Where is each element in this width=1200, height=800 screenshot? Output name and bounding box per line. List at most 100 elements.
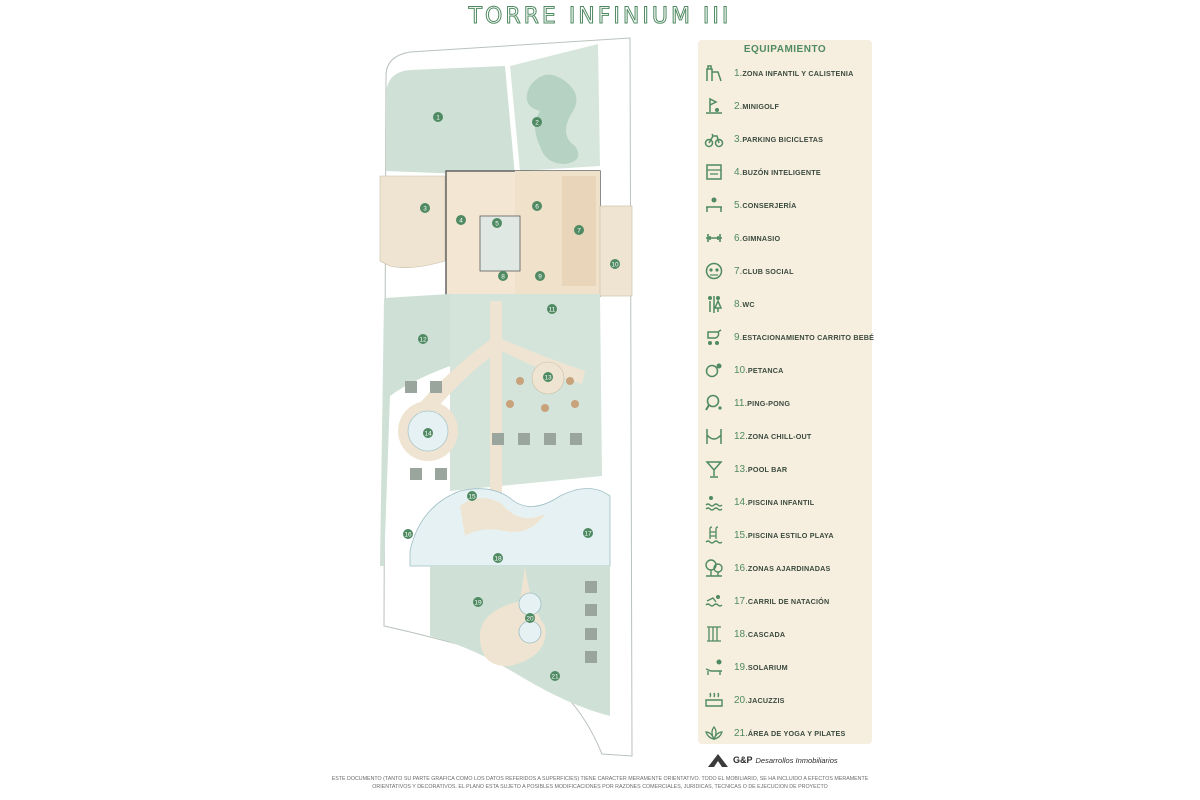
- playground-garden: [386, 66, 515, 176]
- svg-text:13: 13: [544, 375, 552, 382]
- playground-icon: [706, 65, 722, 82]
- legend-item-9: 9. ESTACIONAMIENTO CARRITO BEBÉ: [704, 326, 874, 348]
- svg-text:11: 11: [549, 307, 556, 314]
- mailbox-icon: [706, 164, 722, 180]
- map-marker-6: 6: [532, 201, 542, 211]
- map-marker-5: 5: [492, 218, 502, 228]
- site-plan-drawing: 1 2 3 4 5 6 7 8 9 10 11 12 13 14 15 16 1…: [379, 37, 633, 757]
- legend-item-5: 5. CONSERJERÍA: [704, 194, 872, 216]
- svg-text:17: 17: [584, 531, 592, 538]
- concierge-icon: [706, 197, 722, 212]
- jacuzzi-1: [518, 592, 542, 616]
- waterfall-icon: [707, 626, 721, 642]
- legend-heading: EQUIPAMIENTO: [743, 44, 827, 55]
- legend-item-11: 11. PING-PONG: [704, 392, 872, 414]
- page-title: TORRE INFINIUM III: [468, 4, 732, 30]
- left-garden: [380, 294, 450, 566]
- svg-text:5: 5: [495, 221, 499, 228]
- svg-text:21: 21: [551, 674, 559, 681]
- hammock-icon: [706, 429, 722, 444]
- map-marker-9: 9: [535, 271, 545, 281]
- legend-item-12: 12. ZONA CHILL-OUT: [704, 425, 872, 447]
- svg-text:4: 4: [459, 218, 463, 225]
- company-logo-icon: [708, 754, 728, 767]
- map-marker-21: 21: [550, 671, 560, 681]
- svg-text:20: 20: [526, 616, 534, 623]
- map-marker-14: 14: [423, 428, 433, 438]
- legend-item-10: 10. PETANCA: [704, 359, 872, 381]
- legend-item-16: 16. ZONAS AJARDINADAS: [704, 557, 872, 579]
- map-marker-16: 16: [403, 529, 413, 539]
- svg-text:6: 6: [535, 204, 539, 211]
- disclaimer-line-1: ESTE DOCUMENTO (TANTO SU PARTE GRAFICA C…: [331, 776, 869, 782]
- svg-text:16: 16: [404, 532, 412, 539]
- svg-text:18: 18: [494, 556, 502, 563]
- social-club-icon: [705, 262, 723, 280]
- petanque-icon: [705, 363, 722, 378]
- ping-pong-icon: [705, 394, 722, 411]
- map-marker-2: 2: [532, 117, 542, 127]
- legend-item-20: 20. JACUZZIS: [704, 689, 872, 711]
- company-brand: G&P Desarrollos Inmobiliarios: [706, 752, 838, 768]
- map-marker-7: 7: [574, 225, 584, 235]
- swimmer-icon: [705, 595, 723, 607]
- map-marker-17: 17: [583, 528, 593, 538]
- svg-text:14: 14: [424, 431, 432, 438]
- map-marker-10: 10: [610, 259, 620, 269]
- trees-icon: [705, 559, 723, 577]
- map-marker-12: 12: [418, 334, 428, 344]
- legend-item-17: 17. CARRIL DE NATACIÓN: [704, 590, 872, 612]
- legend-item-18: 18. CASCADA: [704, 623, 872, 645]
- wc-icon: [708, 296, 723, 313]
- amenities-legend: EQUIPAMIENTO 1. ZONA INFANTIL Y CALISTEN…: [698, 40, 874, 744]
- central-lawn: [450, 294, 602, 491]
- svg-text:2: 2: [535, 120, 539, 127]
- svg-text:9: 9: [538, 274, 542, 281]
- disclaimer-line-2: ORIENTATIVOS Y DECORATIVOS. EL PLANO EST…: [372, 784, 828, 790]
- brand-subtitle: Desarrollos Inmobiliarios: [755, 755, 838, 765]
- map-marker-19: 19: [473, 597, 483, 607]
- map-marker-11: 11: [547, 304, 557, 314]
- svg-text:8: 8: [501, 274, 505, 281]
- svg-text:10: 10: [611, 262, 619, 269]
- site-plan: 1 2 3 4 5 6 7 8 9 10 11 12 13 14 15 16 1…: [370, 36, 640, 760]
- svg-text:1: 1: [436, 115, 440, 122]
- map-marker-3: 3: [420, 203, 430, 213]
- svg-text:3: 3: [423, 206, 427, 213]
- sunbed-icon: [705, 659, 722, 675]
- legend-item-4: 4. BUZÓN INTELIGENTE: [704, 161, 872, 183]
- legend-item-3: 3. PARKING BICICLETAS: [704, 128, 872, 150]
- svg-text:15: 15: [468, 494, 476, 501]
- legend-item-1: 1. ZONA INFANTIL Y CALISTENIA: [704, 62, 872, 84]
- legend-item-6: 6. GIMNASIO: [704, 227, 872, 249]
- legend-item-13: 13. POOL BAR: [704, 458, 872, 480]
- bicycle-icon: [704, 133, 724, 148]
- legend-item-8: 8. WC: [704, 293, 872, 315]
- stroller-icon: [707, 329, 722, 345]
- svg-text:19: 19: [474, 600, 482, 607]
- bicycle-parking-area: [379, 175, 446, 268]
- map-marker-20: 20: [525, 613, 535, 623]
- minigolf-icon: [706, 97, 722, 114]
- legend-item-2: 2. MINIGOLF: [704, 95, 872, 117]
- lotus-icon: [705, 725, 723, 741]
- cocktail-icon: [705, 461, 723, 478]
- pool-ladder-icon: [705, 526, 723, 544]
- disclaimer: ESTE DOCUMENTO (TANTO SU PARTE GRAFICA C…: [320, 775, 880, 791]
- svg-text:12: 12: [419, 337, 427, 344]
- map-markers: 1 2 3 4 5 6 7 8 9 10 11 12 13 14 15 16 1…: [403, 112, 620, 681]
- map-marker-18: 18: [493, 553, 503, 563]
- svg-text:7: 7: [577, 228, 581, 235]
- brand-name: G&P: [733, 755, 753, 765]
- map-marker-4: 4: [456, 215, 466, 225]
- legend-item-21: 21. ÁREA DE YOGA Y PILATES: [704, 722, 872, 744]
- map-marker-15: 15: [467, 491, 477, 501]
- jacuzzi-icon: [705, 692, 723, 707]
- legend-item-15: 15. PISCINA ESTILO PLAYA: [704, 524, 872, 546]
- legend-item-19: 19. SOLARIUM: [704, 656, 872, 678]
- legend-item-7: 7. CLUB SOCIAL: [704, 260, 872, 282]
- jacuzzi-2: [518, 620, 542, 644]
- legend-item-14: 14. PISCINA INFANTIL: [704, 491, 872, 513]
- gym-icon: [706, 234, 722, 242]
- map-marker-1: 1: [433, 112, 443, 122]
